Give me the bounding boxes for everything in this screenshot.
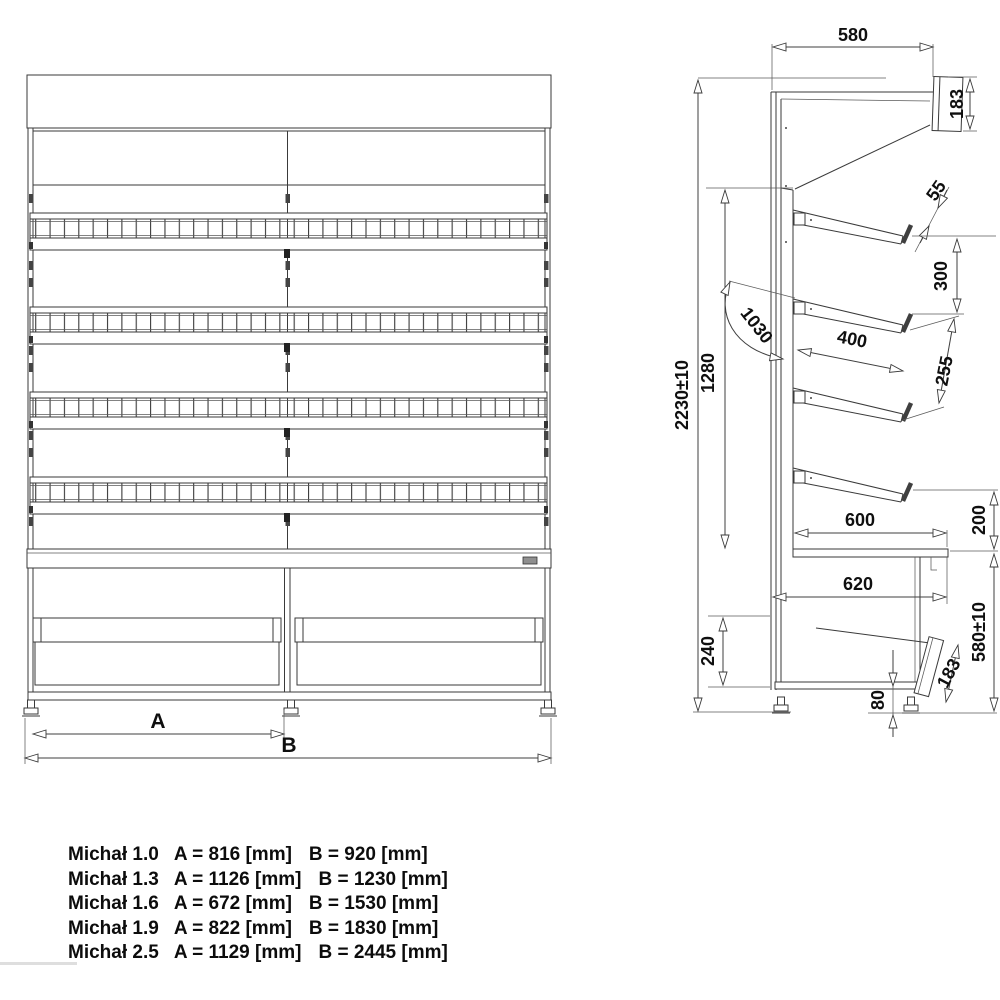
dim-base-opening: 240 <box>698 615 770 688</box>
dim-canopy-depth: 580 <box>771 25 935 90</box>
dim-foot-height-label: 80 <box>868 690 888 710</box>
dim-sign-height: 183 <box>947 76 977 132</box>
side-view: 183 580 183 2230±10 <box>672 25 999 737</box>
dim-counter-depth-label: 620 <box>843 574 873 594</box>
dim-counter-height-label: 580±10 <box>969 602 989 662</box>
front-counter <box>26 548 552 569</box>
scan-artifact-line <box>0 962 77 965</box>
dim-shelf-depth-label: 400 <box>835 326 868 351</box>
front-baskets <box>32 617 544 686</box>
model-row: Michał 1.6 A = 672 [mm] B = 1530 [mm] <box>68 892 448 917</box>
side-counter <box>792 548 949 571</box>
dim-foot-height: 80 <box>868 650 898 737</box>
dim-overall-width: B <box>23 718 553 764</box>
model-name: Michał 1.9 <box>68 917 159 939</box>
model-dim-a: A = 1129 [mm] <box>173 942 302 963</box>
dim-shelf-spacing: 300 <box>912 235 996 315</box>
model-dim-b: B = 2445 [mm] <box>318 942 448 963</box>
model-row: Michał 2.5 A = 1129 [mm] B = 2445 [mm] <box>68 941 448 966</box>
dim-counter-height: 580±10 <box>969 552 999 713</box>
dim-counter-depth: 620 <box>771 557 948 604</box>
side-canopy <box>771 76 964 190</box>
front-counter-badge <box>522 556 538 565</box>
dim-shelf-zone-height-label: 1280 <box>698 353 718 393</box>
dim-shelf-spacing-label: 300 <box>931 261 951 291</box>
model-row: Michał 1.9 A = 822 [mm] B = 1830 [mm] <box>68 917 448 942</box>
model-name: Michał 1.3 <box>68 868 159 890</box>
model-row: Michał 1.3 A = 1126 [mm] B = 1230 [mm] <box>68 868 448 893</box>
dim-shelf-lip: 55 <box>914 177 950 253</box>
dim-canopy-depth-label: 580 <box>838 25 868 45</box>
front-base-rail <box>27 691 552 701</box>
dim-shelf-clearance-label: 255 <box>931 354 956 387</box>
dim-overall-height: 2230±10 <box>672 78 703 713</box>
side-feet <box>771 696 921 714</box>
side-shelves <box>793 210 911 502</box>
dim-opening-height: 1030 <box>720 280 796 362</box>
dim-shelf-depth: 400 <box>796 326 905 373</box>
dim-shelf-lip-label: 55 <box>922 177 950 205</box>
dim-bottom-shelf-depth-label: 600 <box>845 510 875 530</box>
dim-counter-clearance: 200 <box>913 489 999 552</box>
dim-a-label: A <box>150 710 165 733</box>
side-tilted-basket: 183 <box>913 636 965 704</box>
model-dim-a: A = 816 [mm] <box>173 844 292 865</box>
front-canopy <box>26 74 552 129</box>
dim-bay-width: A <box>31 710 286 740</box>
model-dim-b: B = 1830 [mm] <box>308 917 439 939</box>
dim-bottom-shelf-depth: 600 <box>793 510 948 547</box>
dim-base-opening-label: 240 <box>698 636 718 666</box>
dim-shelf-zone-height: 1280 <box>698 187 793 550</box>
model-name: Michał 1.0 <box>68 844 159 865</box>
dim-b-label: B <box>281 734 296 757</box>
dim-overall-height-label: 2230±10 <box>672 360 692 430</box>
dim-counter-clearance-label: 200 <box>969 505 989 535</box>
model-dim-b: B = 920 [mm] <box>308 844 428 865</box>
side-back-panel <box>770 92 794 690</box>
front-view: A B <box>21 74 558 764</box>
model-name: Michał 2.5 <box>68 942 159 963</box>
front-feet <box>21 699 558 717</box>
model-row: Michał 1.0 A = 816 [mm] B = 920 [mm] <box>68 843 448 868</box>
model-size-table: Michał 1.0 A = 816 [mm] B = 920 [mm] Micha… <box>68 843 448 966</box>
model-dim-b: B = 1530 [mm] <box>308 893 439 914</box>
dim-sign-height-label: 183 <box>947 89 967 119</box>
model-dim-b: B = 1230 [mm] <box>318 868 448 890</box>
model-dim-a: A = 1126 [mm] <box>173 868 302 890</box>
front-lower-posts <box>284 568 291 692</box>
model-name: Michał 1.6 <box>68 893 159 914</box>
model-dim-a: A = 672 [mm] <box>173 893 292 914</box>
model-dim-a: A = 822 [mm] <box>173 917 292 939</box>
